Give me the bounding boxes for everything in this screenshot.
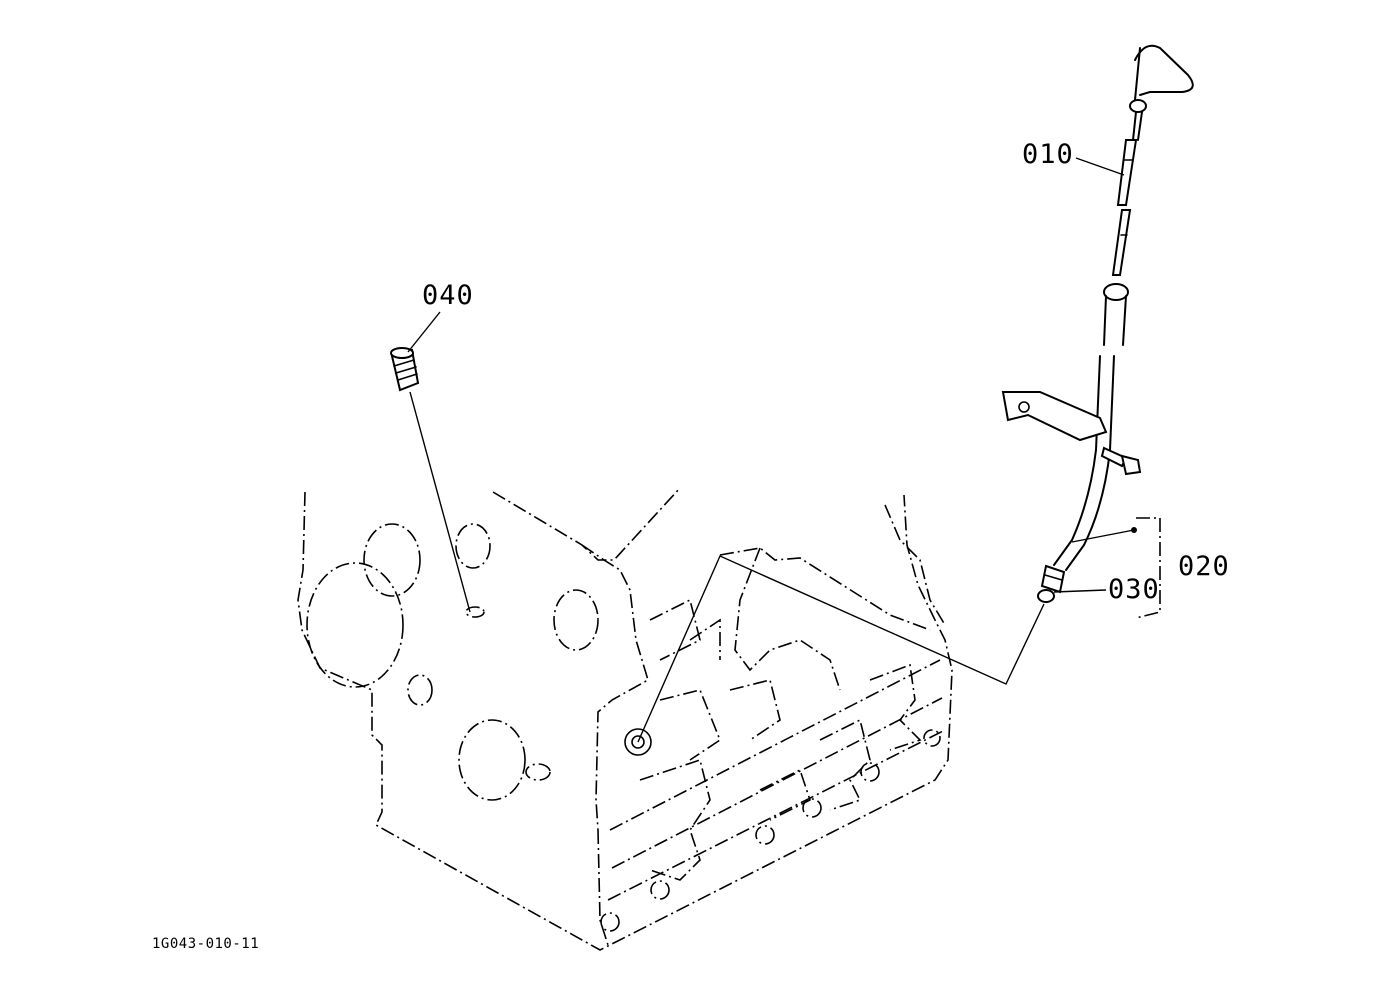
o-ring-030-leader bbox=[1053, 589, 1107, 593]
plug-040-install-line bbox=[409, 391, 471, 613]
figure-code: 1G043-010-11 bbox=[152, 936, 260, 952]
part-label-020: 020 bbox=[1178, 551, 1230, 582]
dipstick-guide-020-leader bbox=[1071, 529, 1135, 543]
dipstick-010-leader bbox=[1075, 157, 1125, 176]
plug-040 bbox=[390, 347, 420, 392]
part-label-010: 010 bbox=[1022, 139, 1074, 170]
plug-040-leader bbox=[407, 311, 441, 353]
o-ring-030 bbox=[1037, 589, 1055, 603]
part-label-030: 030 bbox=[1108, 574, 1160, 605]
assembly-bracket bbox=[1135, 517, 1161, 619]
engine-block-outline bbox=[297, 487, 953, 951]
assembly-dot bbox=[1131, 527, 1137, 533]
guide-install-path bbox=[637, 555, 1045, 743]
dipstick-guide-020 bbox=[1001, 283, 1142, 594]
dipstick-010 bbox=[1111, 44, 1194, 276]
part-label-040: 040 bbox=[422, 280, 474, 311]
